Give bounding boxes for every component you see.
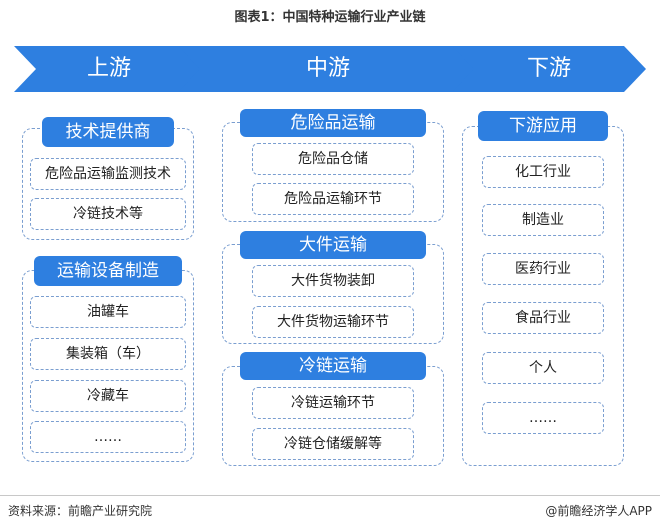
midstream-coldchain-header: 冷链运输 xyxy=(240,352,426,380)
midstream-hazmat-item: 危险品运输环节 xyxy=(252,183,414,215)
downstream-item: 个人 xyxy=(482,352,604,384)
downstream-arrow xyxy=(452,46,646,92)
midstream-oversize-header: 大件运输 xyxy=(240,231,426,259)
downstream-item: 制造业 xyxy=(482,204,604,236)
footer-brand: @前瞻经济学人APP xyxy=(545,504,652,518)
downstream-item: …… xyxy=(482,402,604,434)
midstream-oversize-item: 大件货物运输环节 xyxy=(252,306,414,338)
stage-downstream-label: 下游 xyxy=(526,56,571,81)
downstream-item: 医药行业 xyxy=(482,253,604,285)
upstream-tech-item: 冷链技术等 xyxy=(30,198,186,230)
midstream-hazmat-item: 危险品仓储 xyxy=(252,143,414,175)
midstream-arrow xyxy=(178,46,478,92)
stage-upstream-label: 上游 xyxy=(86,56,131,81)
downstream-item: 化工行业 xyxy=(482,156,604,188)
chart-title: 图表1：中国特种运输行业产业链 xyxy=(234,10,426,25)
upstream-tech-header: 技术提供商 xyxy=(42,117,174,147)
midstream-oversize-item: 大件货物装卸 xyxy=(252,265,414,297)
upstream-equipment-item: 油罐车 xyxy=(30,296,186,328)
upstream-tech-item: 危险品运输监测技术 xyxy=(30,158,186,190)
footer-source: 资料来源：前瞻产业研究院 xyxy=(8,504,153,518)
upstream-equipment-item: …… xyxy=(30,421,186,453)
stage-arrows xyxy=(14,46,646,92)
downstream-header: 下游应用 xyxy=(478,111,608,141)
upstream-equipment-item: 冷藏车 xyxy=(30,380,186,412)
upstream-arrow xyxy=(14,46,204,92)
upstream-equipment-item: 集装箱（车） xyxy=(30,338,186,370)
footer-divider xyxy=(0,495,660,496)
midstream-hazmat-header: 危险品运输 xyxy=(240,109,426,137)
upstream-equipment-header: 运输设备制造 xyxy=(34,256,182,286)
downstream-item: 食品行业 xyxy=(482,302,604,334)
midstream-coldchain-item: 冷链运输环节 xyxy=(252,387,414,419)
stage-midstream-label: 中游 xyxy=(305,56,350,81)
midstream-coldchain-item: 冷链仓储缓解等 xyxy=(252,428,414,460)
